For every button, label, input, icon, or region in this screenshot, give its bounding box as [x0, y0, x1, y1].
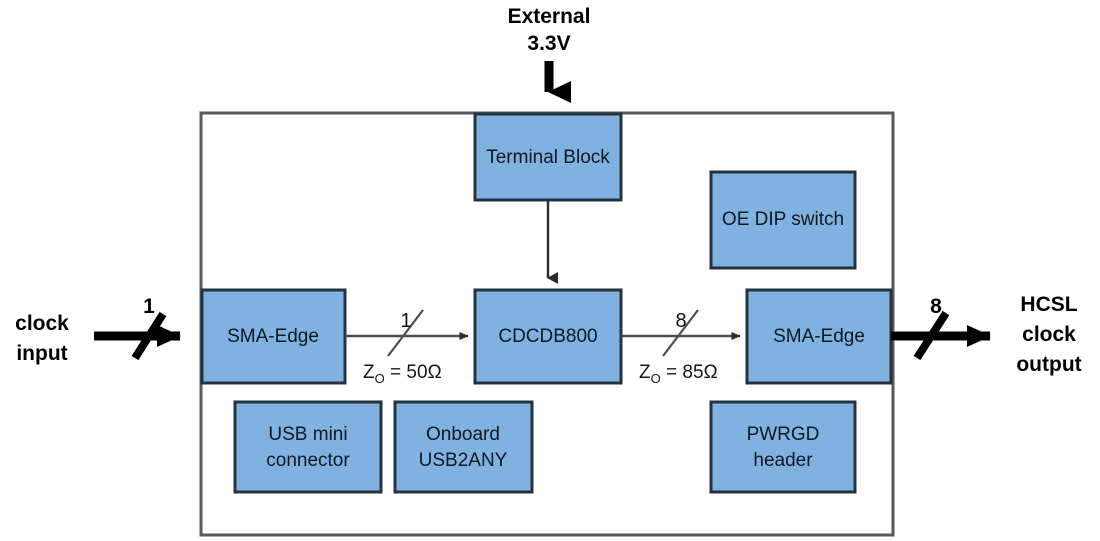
- block-usb-mini-connector[interactable]: [233, 400, 383, 494]
- block-sma-edge-output-label: SMA-Edge: [773, 326, 865, 347]
- clock-input-bus-width: 1: [143, 295, 155, 318]
- net-sma-to-cdcdb800-slash: [387, 309, 424, 357]
- net-cdcdb800-to-sma-slash: [662, 309, 699, 357]
- impedance-z-2: Z: [639, 362, 651, 383]
- clock-input-bus-slash: [131, 311, 167, 361]
- net-sma-to-cdcdb800-bus-width: 1: [400, 310, 411, 332]
- impedance-sub-1: O: [375, 371, 385, 386]
- net-sma-to-cdcdb800-impedance: ZO = 50Ω: [363, 362, 442, 386]
- impedance-z-1: Z: [363, 362, 375, 383]
- block-onboard-usb2any[interactable]: [393, 400, 534, 494]
- impedance-value-2: = 85Ω: [661, 362, 718, 383]
- external-supply-label-line1: External: [508, 5, 591, 28]
- block-pwrgd-header-label-line2: header: [753, 450, 813, 471]
- block-usb-mini-connector-label-line2: connector: [266, 450, 350, 471]
- net-cdcdb800-to-sma-impedance: ZO = 85Ω: [639, 362, 718, 386]
- block-cdcdb800-label: CDCDB800: [498, 326, 597, 347]
- block-pwrgd-header-label-line1: PWRGD: [747, 424, 820, 445]
- clock-input-label-line1: clock: [15, 312, 69, 335]
- block-terminal-block-label: Terminal Block: [486, 147, 610, 168]
- clock-input-label-line2: input: [16, 342, 67, 365]
- block-oe-dip-switch-label: OE DIP switch: [722, 209, 844, 230]
- clock-output-label-line1: HCSL: [1020, 293, 1077, 316]
- clock-output-label-line2: clock: [1022, 323, 1076, 346]
- block-cdcdb800[interactable]: [473, 288, 623, 385]
- impedance-value-1: = 50Ω: [385, 362, 442, 383]
- clock-output-label-line3: output: [1016, 353, 1081, 376]
- net-cdcdb800-to-sma-bus-width: 8: [675, 310, 686, 332]
- clock-output-bus-width: 8: [930, 295, 942, 318]
- clock-output-bus-slash: [913, 310, 950, 361]
- block-onboard-usb2any-label-line1: Onboard: [426, 424, 500, 445]
- block-pwrgd-header[interactable]: [709, 400, 857, 494]
- external-supply-label-line2: 3.3V: [527, 32, 570, 55]
- block-onboard-usb2any-label-line2: USB2ANY: [419, 450, 508, 471]
- block-sma-edge-input-label: SMA-Edge: [227, 326, 319, 347]
- block-oe-dip-switch[interactable]: [709, 170, 857, 270]
- block-terminal-block[interactable]: [473, 112, 623, 202]
- block-usb-mini-connector-label-line1: USB mini: [268, 424, 347, 445]
- impedance-sub-2: O: [651, 371, 661, 386]
